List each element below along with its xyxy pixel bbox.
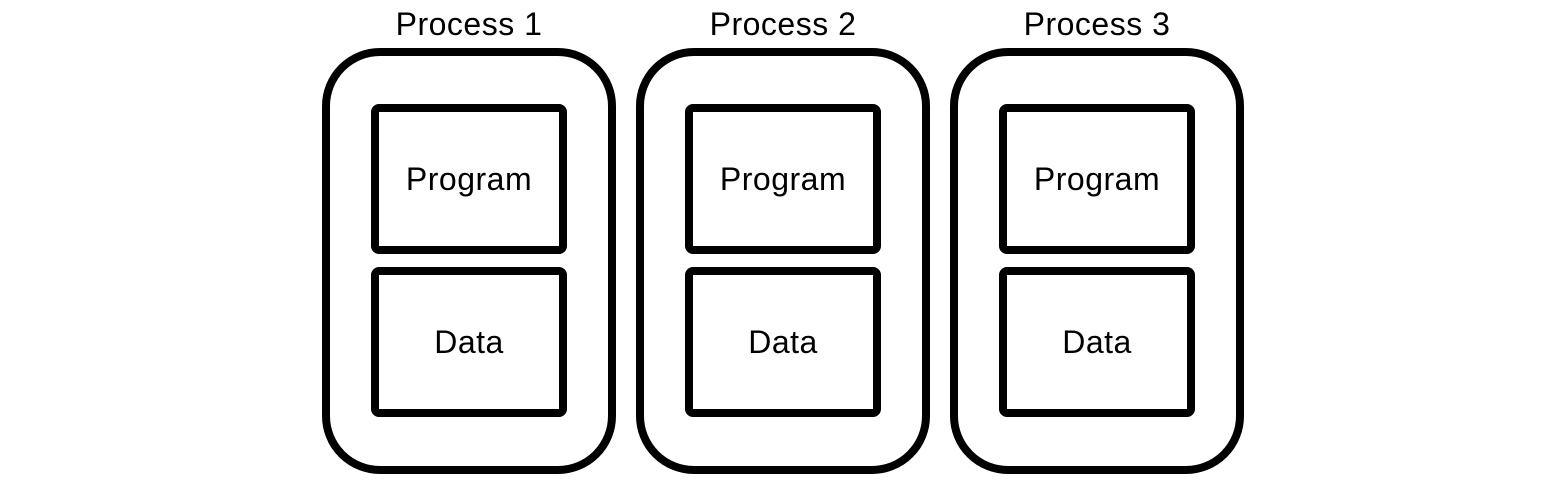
process-2-title: Process 2 (709, 6, 857, 42)
process-1-data-label: Data (434, 323, 504, 360)
process-1-data-box: Data (371, 267, 567, 417)
process-1-program-label: Program (405, 160, 533, 197)
process-1-title: Process 1 (395, 6, 543, 42)
process-2-data-label: Data (748, 323, 818, 360)
process-3-program-label: Program (1033, 160, 1161, 197)
process-1-program-box: Program (371, 104, 567, 254)
process-3-title: Process 3 (1023, 6, 1171, 42)
process-3-data-box: Data (999, 267, 1195, 417)
process-3-data-label: Data (1062, 323, 1132, 360)
process-2-program-box: Program (685, 104, 881, 254)
process-3-container: Program Data (950, 48, 1244, 474)
process-1-container: Program Data (322, 48, 616, 474)
process-2-data-box: Data (685, 267, 881, 417)
process-group-1: Process 1 Program Data (322, 6, 616, 474)
process-2-container: Program Data (636, 48, 930, 474)
process-group-2: Process 2 Program Data (636, 6, 930, 474)
process-3-program-box: Program (999, 104, 1195, 254)
process-2-program-label: Program (719, 160, 847, 197)
process-group-3: Process 3 Program Data (950, 6, 1244, 474)
